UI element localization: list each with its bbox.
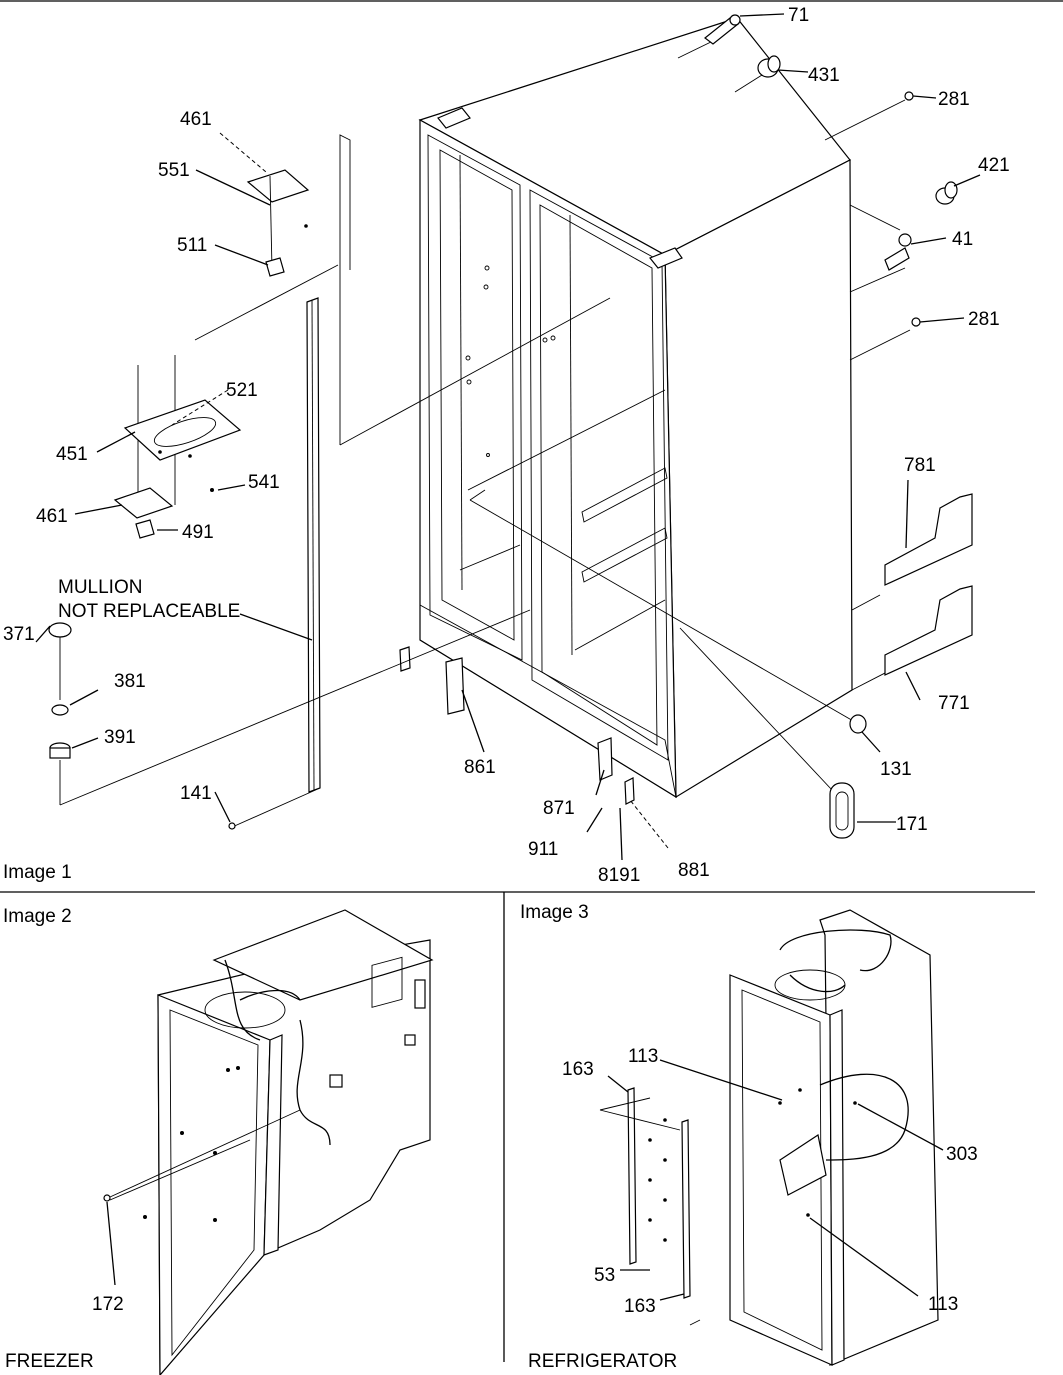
part-431-bumper — [757, 55, 781, 78]
callout-871: 871 — [543, 798, 575, 819]
callout-541: 541 — [248, 472, 280, 493]
part-131-plug — [849, 714, 867, 734]
callout-881: 881 — [678, 860, 710, 881]
callout-771: 771 — [938, 693, 970, 714]
callout-461-bottom: 461 — [36, 506, 68, 527]
part-71-plug — [704, 14, 741, 45]
part-461-top-plate — [246, 169, 310, 271]
part-461-bottom-plate — [113, 487, 174, 519]
callout-551: 551 — [158, 160, 190, 181]
part-451-plate — [123, 399, 242, 461]
part-141-screw — [228, 822, 236, 830]
callout-861: 861 — [464, 757, 496, 778]
callout-911: 911 — [528, 839, 558, 860]
part-541-screw — [210, 488, 214, 492]
mullion-bar — [306, 297, 321, 793]
callout-451: 451 — [56, 444, 88, 465]
image1-caption: Image 1 — [3, 862, 72, 883]
callout-521: 521 — [226, 380, 258, 401]
callout-41: 41 — [952, 229, 973, 250]
image3-caption: Image 3 — [520, 902, 589, 923]
callout-431: 431 — [808, 65, 840, 86]
part-391-spacer — [49, 742, 71, 759]
image2-caption: Image 2 — [3, 906, 72, 927]
callout-163-top: 163 — [562, 1059, 594, 1080]
freezer-title: FREEZER — [5, 1351, 94, 1372]
callout-491: 491 — [182, 522, 214, 543]
callout-391: 391 — [104, 727, 136, 748]
callout-163-bottom: 163 — [624, 1296, 656, 1317]
callout-141: 141 — [180, 783, 212, 804]
part-371-knob — [48, 622, 72, 700]
callout-461-top: 461 — [180, 109, 212, 130]
callout-172: 172 — [92, 1294, 124, 1315]
freezer-assembly — [103, 909, 434, 1375]
part-281-plug-bottom — [911, 317, 921, 327]
part-381-washer — [51, 704, 69, 716]
callout-371: 371 — [3, 624, 35, 645]
mullion-note-line2: NOT REPLACEABLE — [58, 601, 240, 622]
part-781-panel — [884, 493, 973, 586]
part-41-stud — [884, 233, 912, 271]
callout-381: 381 — [114, 671, 146, 692]
refrigerator-title: REFRIGERATOR — [528, 1351, 677, 1372]
callout-113-bottom: 113 — [928, 1294, 958, 1315]
callout-511: 511 — [177, 235, 207, 256]
part-171-grille-insert — [829, 782, 855, 839]
callout-71: 71 — [788, 5, 809, 26]
callout-113-top: 113 — [628, 1046, 658, 1067]
cabinet-assembly — [399, 17, 853, 805]
callout-781: 781 — [904, 455, 936, 476]
callout-53: 53 — [594, 1265, 615, 1286]
callout-303: 303 — [946, 1144, 978, 1165]
part-511-clip — [265, 257, 285, 277]
callout-421: 421 — [978, 155, 1010, 176]
callout-171: 171 — [896, 814, 928, 835]
callout-8191: 8191 — [598, 865, 640, 886]
callout-281-top: 281 — [938, 89, 970, 110]
refrigerator-assembly — [599, 909, 939, 1366]
callout-281-bottom: 281 — [968, 309, 1000, 330]
mullion-note-line1: MULLION — [58, 577, 142, 598]
part-421-bumper — [935, 181, 958, 205]
part-281-plug-top — [904, 91, 914, 101]
part-491-clip — [135, 519, 155, 539]
callout-131: 131 — [880, 759, 912, 780]
part-771-panel — [884, 585, 973, 676]
